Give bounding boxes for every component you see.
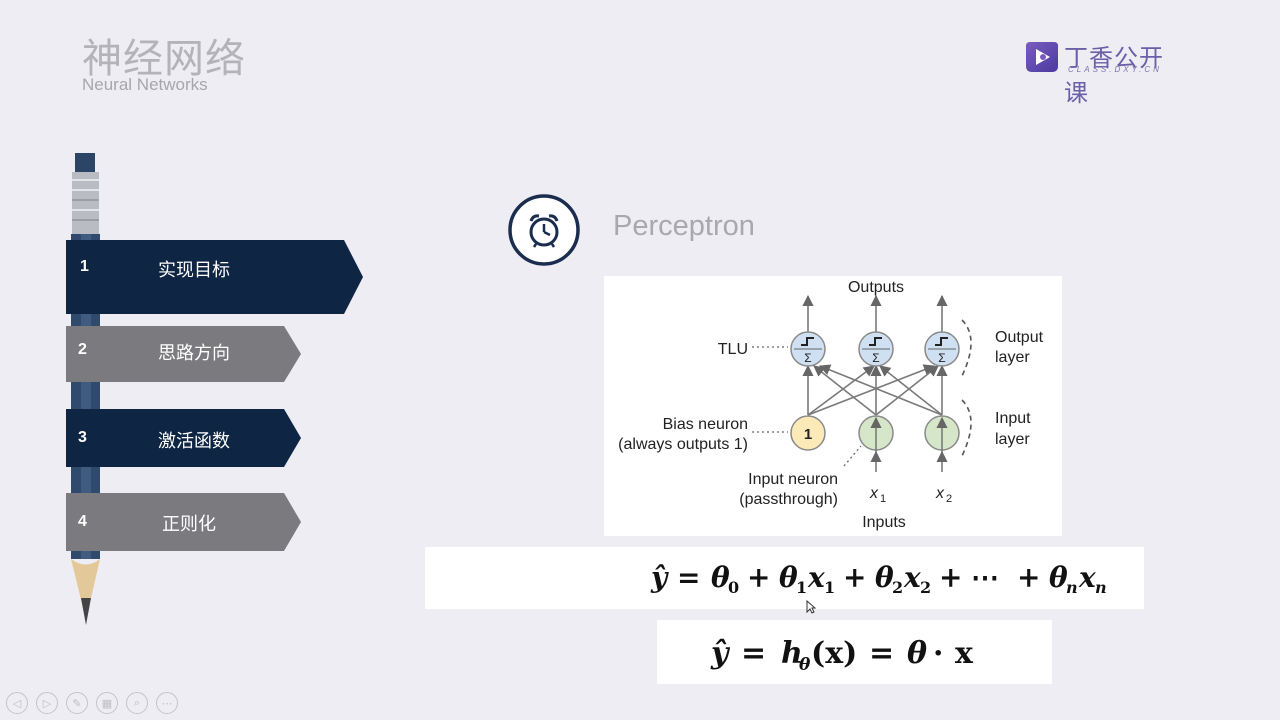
nav-item-1-label: 实现目标 <box>158 260 230 281</box>
nav-item-2-label: 思路方向 <box>158 343 230 364</box>
svg-text:θ: θ <box>779 561 798 594</box>
nav-item-1-shape <box>66 240 363 314</box>
x1-subscript: 1 <box>880 493 886 505</box>
page-title: 神经网络 <box>82 36 246 82</box>
next-icon[interactable]: ▷ <box>36 692 58 714</box>
bias-neuron <box>790 415 826 451</box>
mouse-cursor-icon <box>806 600 816 614</box>
svg-text:θ: θ <box>799 655 811 675</box>
nav-item-3-label: 激活函数 <box>158 431 230 452</box>
alarm-clock-icon <box>508 194 580 266</box>
svg-text:+: + <box>843 561 866 594</box>
input-layer-label-1: Input <box>995 410 1031 427</box>
nav-item-3-shape <box>66 409 301 467</box>
tlu-label: TLU <box>718 341 748 358</box>
bias-value: 1 <box>804 426 812 443</box>
svg-text:+: + <box>1017 561 1040 594</box>
brand-logo: 丁香公开课 CLASS.DXY.CN <box>1024 38 1184 107</box>
pencil-graphic <box>71 153 100 625</box>
svg-text:n: n <box>1095 578 1107 597</box>
nav-item-4-shape <box>66 493 301 551</box>
output-layer-label-1: Output <box>995 329 1044 346</box>
svg-text:θ: θ <box>1049 561 1068 594</box>
more-icon[interactable]: ⋯ <box>156 692 178 714</box>
tlu-neuron: Σ <box>790 331 826 367</box>
x2-label: x <box>935 485 945 502</box>
previous-icon[interactable]: ◁ <box>6 692 28 714</box>
svg-text:(x): (x) <box>811 636 857 671</box>
slides-icon[interactable]: ▦ <box>96 692 118 714</box>
svg-text:=: = <box>869 636 894 671</box>
svg-text:θ: θ <box>711 561 730 594</box>
outputs-label: Outputs <box>848 279 904 296</box>
slideshow-toolbar: ◁ ▷ ✎ ▦ ⌕ ⋯ <box>6 692 178 716</box>
svg-text:1: 1 <box>824 578 835 597</box>
leader-lines <box>752 346 862 467</box>
svg-text:=: = <box>741 636 766 671</box>
svg-text:Σ: Σ <box>872 351 879 365</box>
svg-text:1: 1 <box>796 578 807 597</box>
page-subtitle: Neural Networks <box>82 75 208 94</box>
svg-text:=: = <box>677 561 700 594</box>
svg-text:x: x <box>807 561 825 594</box>
svg-text:x: x <box>903 561 921 594</box>
input-neuron-label-1: Input neuron <box>748 471 838 488</box>
svg-text:ŷ: ŷ <box>710 636 731 671</box>
connection-arrows <box>802 294 948 472</box>
x1-label: x <box>869 485 879 502</box>
tlu-neuron: Σ <box>924 331 960 367</box>
svg-text:Σ: Σ <box>804 351 811 365</box>
svg-text:n: n <box>1066 578 1078 597</box>
nav-item-3[interactable]: 3 激活函数 <box>66 409 302 467</box>
nav-item-1[interactable]: 1 实现目标 <box>66 240 364 314</box>
svg-text:0: 0 <box>728 578 739 597</box>
svg-text:+: + <box>747 561 770 594</box>
nav-item-3-number: 3 <box>78 429 87 446</box>
inputs-label: Inputs <box>862 514 906 531</box>
logo-text: 丁香公开课 <box>1064 44 1164 107</box>
bias-neuron-label-2: (always outputs 1) <box>618 436 748 453</box>
nav-item-2[interactable]: 2 思路方向 <box>66 326 302 382</box>
output-layer-label-2: layer <box>995 349 1030 366</box>
tlu-neuron: Σ <box>858 331 894 367</box>
formula-vectorized: ŷ = h θ (x) = θ · x <box>657 620 1052 684</box>
section-title: Perceptron <box>613 210 755 242</box>
layer-brackets <box>961 319 972 457</box>
pen-icon[interactable]: ✎ <box>66 692 88 714</box>
input-neurons: 1 <box>790 415 960 452</box>
input-layer-label-2: layer <box>995 431 1030 448</box>
input-neuron-label-2: (passthrough) <box>739 491 838 508</box>
svg-text:+: + <box>939 561 962 594</box>
svg-text:x: x <box>955 636 974 671</box>
nav-item-2-shape <box>66 326 301 382</box>
nav-item-1-number: 1 <box>80 258 89 275</box>
zoom-icon[interactable]: ⌕ <box>126 692 148 714</box>
nav-item-4-label: 正则化 <box>162 514 216 535</box>
bias-neuron-label-1: Bias neuron <box>663 416 748 433</box>
svg-text:2: 2 <box>920 578 931 597</box>
formula-linear-sum: ŷ = θ 0 + θ 1 x 1 + θ 2 x 2 + ⋯ + θ n x … <box>425 547 1144 609</box>
nav-item-4[interactable]: 4 正则化 <box>66 493 302 551</box>
svg-text:x: x <box>1078 561 1096 594</box>
svg-text:·: · <box>933 636 943 671</box>
perceptron-diagram: Σ Σ Σ 1 <box>604 276 1062 536</box>
svg-text:2: 2 <box>892 578 903 597</box>
svg-text:Σ: Σ <box>938 351 945 365</box>
svg-text:ŷ: ŷ <box>650 561 669 594</box>
x2-subscript: 2 <box>946 493 952 505</box>
nav-item-4-number: 4 <box>78 513 87 530</box>
tlu-neurons: Σ Σ Σ <box>790 331 960 367</box>
logo-domain: CLASS.DXY.CN <box>1068 65 1162 74</box>
nav-item-2-number: 2 <box>78 341 87 358</box>
svg-text:⋯: ⋯ <box>971 561 999 594</box>
svg-text:θ: θ <box>875 561 894 594</box>
svg-text:h: h <box>781 636 803 671</box>
svg-text:θ: θ <box>907 636 927 671</box>
logo-icon <box>1026 42 1058 72</box>
